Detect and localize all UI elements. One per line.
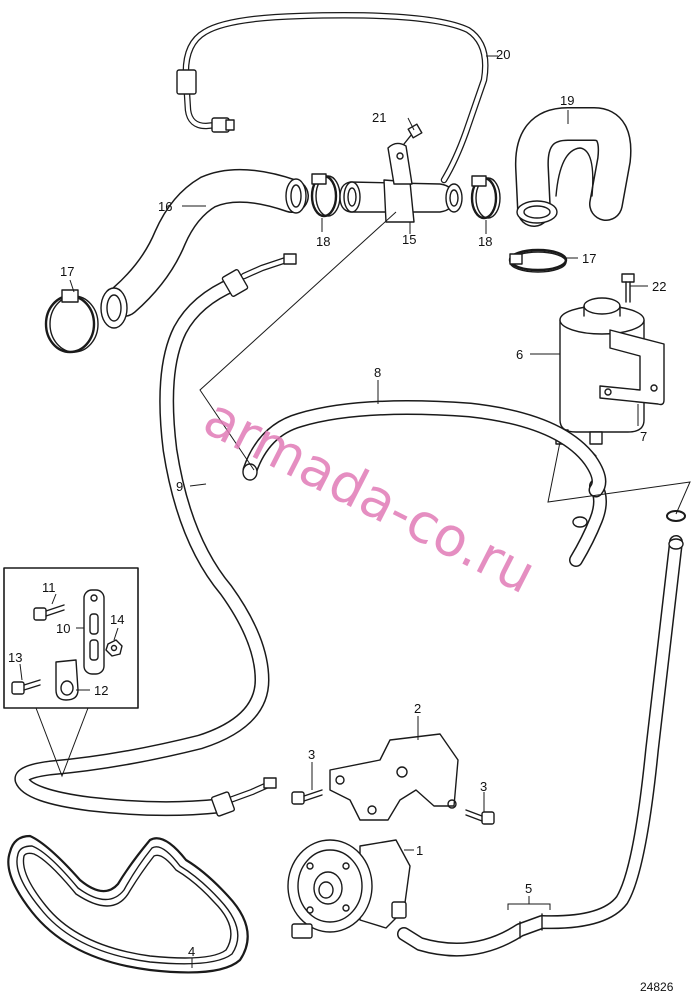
part-15-union-pipe (339, 142, 463, 223)
part-8-hose (242, 400, 607, 498)
callout-17-left: 17 (60, 264, 74, 279)
part-7-bracket (599, 329, 665, 406)
part-5-return-hose (397, 535, 684, 957)
callout-12: 12 (94, 683, 108, 698)
callout-13: 13 (8, 650, 22, 665)
drawing-number: 24826 (640, 980, 674, 994)
part-18-clamp-left (310, 173, 341, 218)
part-19-elbow-hose (514, 107, 632, 227)
part-2-pump-bracket (329, 733, 459, 821)
part-1-steering-pump (287, 839, 411, 939)
callout-10: 10 (56, 621, 70, 636)
callout-19: 19 (560, 93, 574, 108)
part-12-p-clip (55, 659, 79, 701)
part-11-bolt (33, 604, 65, 621)
part-17-clamp-left (44, 289, 99, 354)
part-20-steering-line (176, 12, 489, 184)
part-3-bolt-right (465, 809, 495, 825)
callout-6: 6 (516, 347, 523, 362)
callout-17-right: 17 (582, 251, 596, 266)
part-22-bolt (621, 273, 635, 303)
callout-20: 20 (496, 47, 510, 62)
callout-18-left: 18 (316, 234, 330, 249)
callout-labels: 20 19 21 16 18 15 18 17 17 22 6 8 7 9 11… (8, 47, 666, 959)
callout-14: 14 (110, 612, 124, 627)
part-9-hose (14, 253, 297, 817)
callout-22: 22 (652, 279, 666, 294)
part-6-reservoir (555, 297, 645, 445)
callout-18-right: 18 (478, 234, 492, 249)
callout-4: 4 (188, 944, 195, 959)
part-10-plate (83, 589, 105, 675)
part-3-bolt-left (291, 789, 323, 805)
callout-15: 15 (402, 232, 416, 247)
small-clamp (666, 510, 686, 522)
callout-3-right: 3 (480, 779, 487, 794)
part-17-clamp-right (508, 248, 568, 273)
callout-3-left: 3 (308, 747, 315, 762)
part-14-nut (105, 639, 123, 657)
part-18-clamp-right (470, 175, 501, 220)
callout-5: 5 (525, 881, 532, 896)
callout-8: 8 (374, 365, 381, 380)
leader-lines (19, 55, 648, 968)
connection-lines (199, 211, 691, 515)
callout-11: 11 (42, 580, 56, 595)
callout-21: 21 (372, 110, 386, 125)
part-16-hose (100, 168, 309, 329)
part-4-drive-belt (7, 834, 249, 974)
callout-16: 16 (158, 199, 172, 214)
callout-7: 7 (640, 429, 647, 444)
part-13-bolt (11, 679, 41, 695)
detail-inset (3, 567, 139, 778)
callout-1: 1 (416, 843, 423, 858)
callout-9: 9 (176, 479, 183, 494)
callout-2: 2 (414, 701, 421, 716)
